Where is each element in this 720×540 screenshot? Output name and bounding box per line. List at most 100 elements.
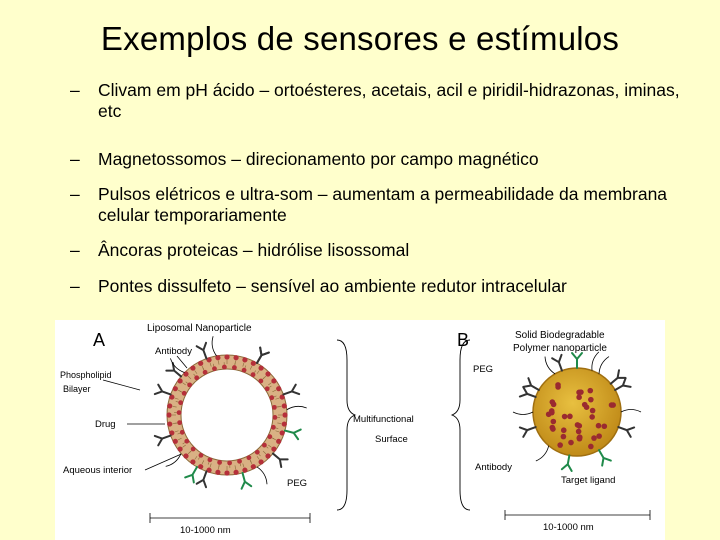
lipid-head	[206, 467, 212, 473]
lipid-head	[261, 442, 267, 448]
lipid-head	[202, 369, 208, 375]
lipid-tail	[275, 430, 280, 433]
peg-chain	[598, 356, 610, 374]
drug-molecule	[550, 401, 557, 408]
lipid-head	[198, 360, 204, 366]
lipid-head	[190, 446, 196, 452]
lipid-head	[233, 469, 239, 475]
antibody-icon	[614, 377, 632, 391]
lipid-head	[184, 438, 190, 444]
drug-molecule	[601, 423, 608, 430]
lipid-head	[258, 365, 264, 371]
lipid-head	[271, 404, 277, 410]
bullet-item: – Pontes dissulfeto – sensível ao ambien…	[70, 276, 690, 297]
lipid-head	[215, 355, 221, 361]
lipid-tail	[262, 450, 267, 455]
lipid-head	[276, 386, 282, 392]
peg-ligand-icon-stroke	[240, 471, 253, 490]
lipid-head	[181, 390, 187, 396]
drug-molecule	[583, 404, 590, 411]
lipid-tail	[277, 422, 282, 424]
lipid-tail	[182, 444, 186, 448]
target-ligand-icon	[560, 454, 573, 472]
size-label-a: 10-1000 nm	[180, 525, 231, 536]
lipid-head	[231, 365, 237, 370]
drug-molecule	[550, 426, 556, 432]
lipid-head	[194, 375, 200, 381]
lipid-head	[172, 386, 178, 392]
lipid-head	[269, 395, 275, 401]
lipid-head	[172, 438, 178, 444]
liposome	[166, 354, 288, 476]
lipid-tail	[212, 363, 215, 367]
center-label-1: Multifunctional	[353, 414, 414, 425]
peg-ligand-icon	[184, 465, 198, 484]
lipid-tail	[256, 456, 260, 460]
drug-molecule	[587, 387, 594, 394]
lipid-head	[187, 382, 193, 388]
lipid-tail	[193, 373, 196, 377]
bullet-item: – Magnetossomos – direcionamento por cam…	[70, 149, 690, 170]
lipid-head	[190, 365, 196, 371]
antibody-icon-stroke	[551, 353, 563, 372]
drug-molecule	[608, 402, 615, 408]
figure-svg: A Liposomal Nanoparticle Antibody Phosph…	[60, 323, 651, 536]
antibody-icon-stroke	[518, 386, 537, 398]
size-label-b: 10-1000 nm	[543, 522, 594, 533]
drug-molecule	[576, 423, 583, 429]
lipid-head	[227, 460, 233, 466]
lipid-tail	[209, 463, 212, 468]
lipid-tail	[268, 382, 272, 386]
bullet-item: – Pulsos elétricos e ultra-som – aumenta…	[70, 184, 690, 226]
bullet-dash: –	[70, 276, 80, 296]
lipid-head	[198, 452, 204, 458]
lipid-head	[242, 467, 248, 473]
lipid-head	[224, 470, 230, 476]
lipid-head	[233, 355, 239, 361]
lipid-tail	[256, 370, 260, 374]
lipid-head	[270, 424, 276, 430]
lipid-tail	[194, 370, 198, 374]
lipid-tail	[275, 397, 280, 400]
lipid-tail	[182, 442, 185, 445]
lipid-head	[279, 430, 285, 436]
label-peg-a: PEG	[287, 478, 307, 489]
lipid-head	[246, 455, 252, 461]
drug-molecule	[549, 409, 555, 416]
antibody-icon-stroke	[153, 434, 172, 447]
antibody-icon	[522, 377, 540, 391]
lipid-head	[272, 414, 278, 420]
antibody-icon-stroke	[609, 369, 627, 385]
lipid-head	[250, 360, 256, 366]
bullet-item: – Clivam em pH ácido – ortoésteres, acet…	[70, 80, 690, 122]
lipid-head	[207, 457, 213, 463]
antibody-icon	[256, 346, 270, 365]
antibody-icon	[195, 341, 208, 360]
drug-molecule	[560, 427, 567, 434]
bullet-text: Âncoras proteicas – hidrólise lisossomal	[98, 240, 410, 260]
lipid-head	[276, 438, 282, 444]
slide-title: Exemplos de sensores e estímulos	[100, 20, 620, 57]
lipid-tail	[275, 427, 279, 429]
lipid-head	[198, 464, 204, 470]
lipid-tail	[258, 453, 261, 457]
center-label-2: Surface	[375, 434, 408, 445]
lipid-head	[250, 464, 256, 470]
drug-molecule	[560, 433, 567, 440]
drug-molecule	[576, 435, 583, 441]
lipid-head	[169, 430, 175, 436]
label-antibody-a: Antibody	[155, 346, 192, 357]
panel-b-title-2: Polymer nanoparticle	[513, 343, 607, 354]
lipid-head	[271, 446, 277, 452]
lipid-head	[258, 378, 264, 384]
lipid-head	[217, 460, 223, 465]
antibody-icon	[518, 426, 537, 438]
lipid-tail	[207, 462, 210, 465]
lipid-tail	[202, 367, 205, 371]
panel-b-title-1: Solid Biodegradable	[515, 330, 605, 341]
lipid-head	[178, 400, 184, 406]
antibody-icon	[153, 383, 172, 396]
lipid-tail	[177, 432, 181, 435]
lipid-head	[212, 366, 217, 372]
antibody-icon-stroke	[282, 383, 301, 396]
